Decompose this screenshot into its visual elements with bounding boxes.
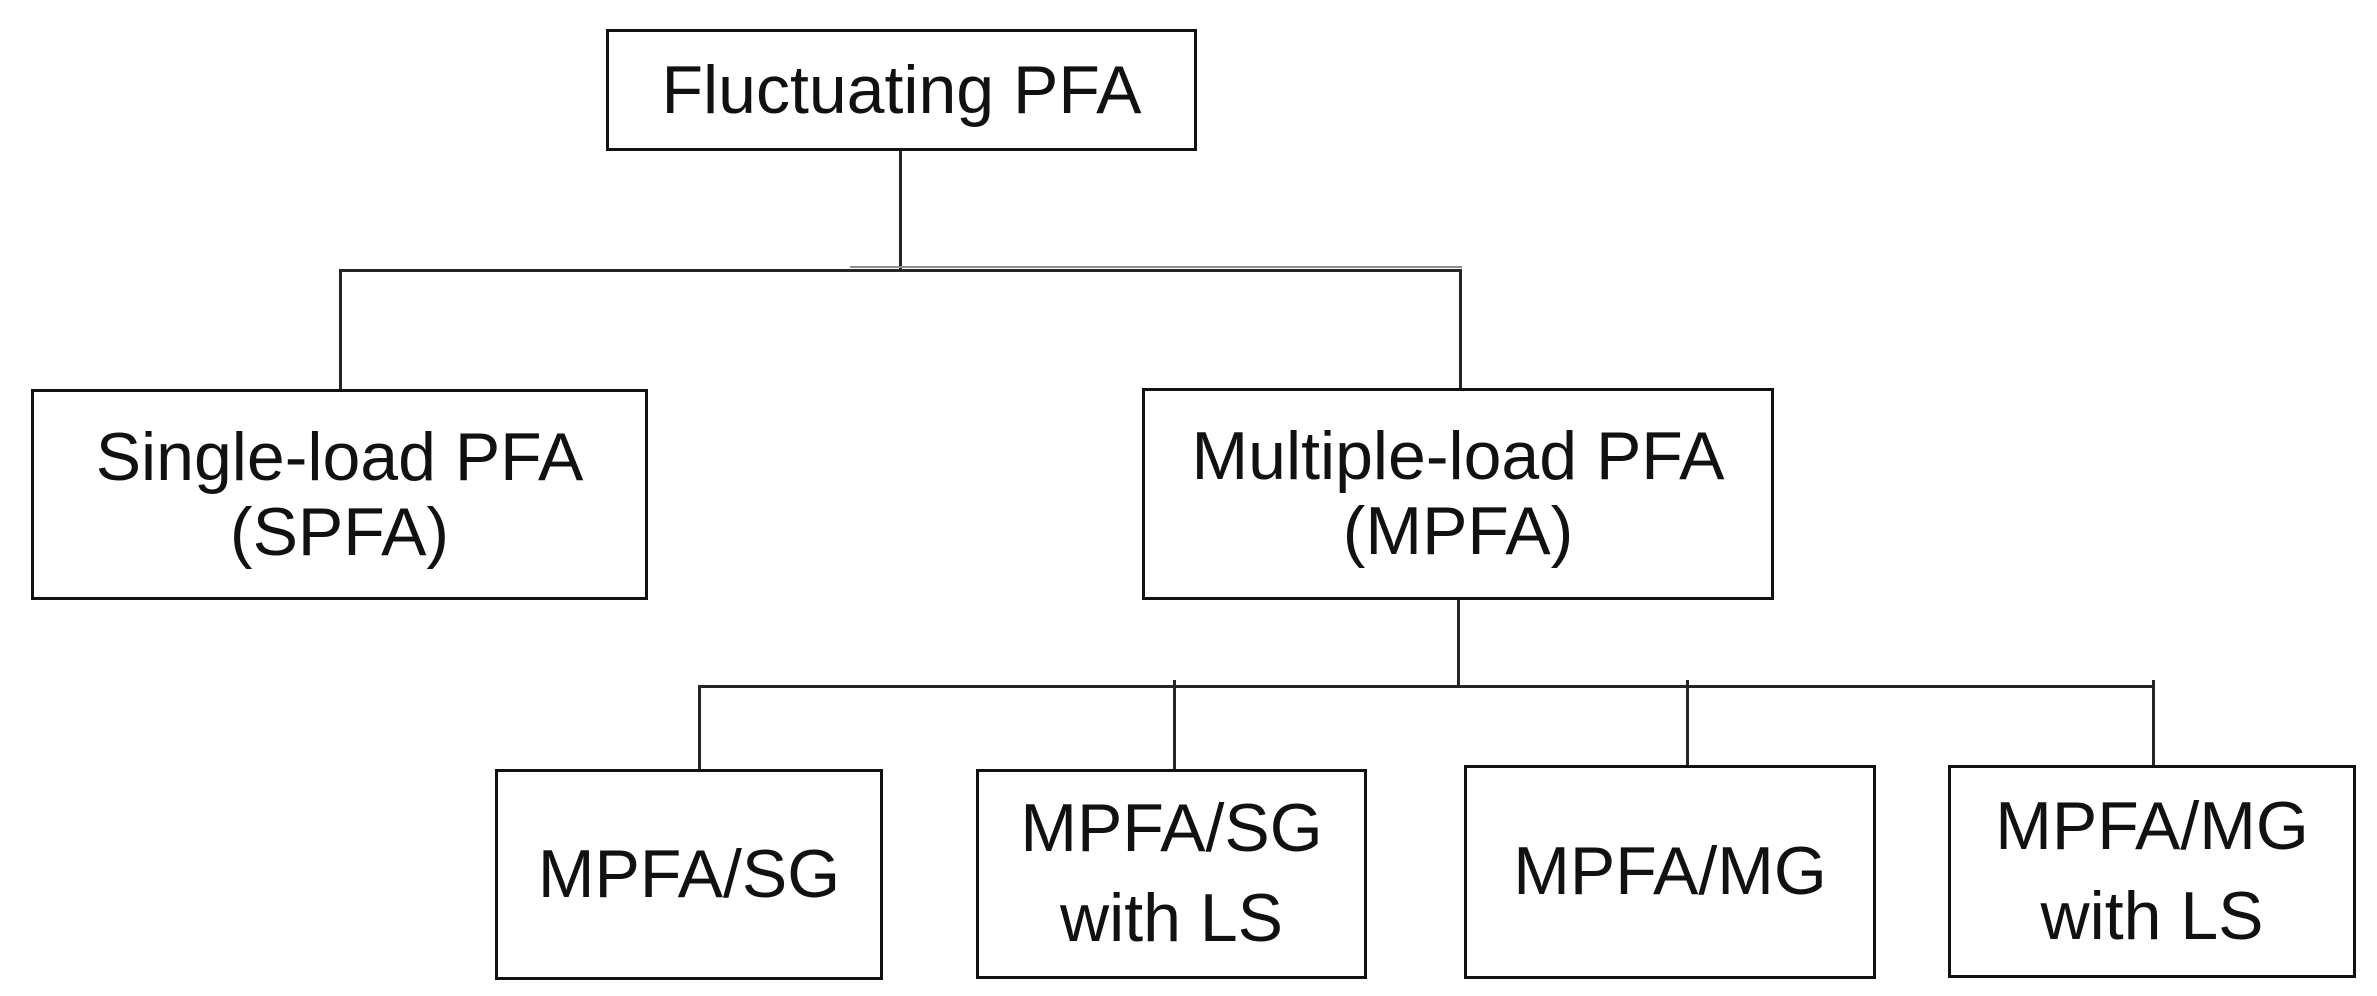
node-single-load-pfa-label-line1: Single-load PFA	[95, 418, 584, 495]
node-mpfa-sg-label: MPFA/SG	[537, 835, 841, 912]
node-fluctuating-pfa: Fluctuating PFA	[606, 29, 1197, 151]
connector-root-stem	[899, 151, 902, 272]
connector-level2-horizontal	[698, 685, 2155, 688]
connector-drop-mpfa-sg	[698, 685, 701, 769]
node-multiple-load-pfa-label-line1: Multiple-load PFA	[1191, 418, 1725, 495]
connector-drop-mpfa	[1459, 269, 1462, 389]
connector-mpfa-stem	[1457, 600, 1460, 688]
node-mpfa-mg-with-ls-label-line2: with LS	[2040, 877, 2264, 954]
node-multiple-load-pfa-label-line2: (MPFA)	[1342, 493, 1574, 569]
node-mpfa-mg-label: MPFA/MG	[1513, 833, 1827, 910]
connector-drop-mpfa-mg-ls	[2152, 680, 2155, 765]
node-mpfa-mg: MPFA/MG	[1464, 765, 1876, 979]
node-mpfa-sg-with-ls-label-line1: MPFA/SG	[1020, 790, 1323, 867]
node-single-load-pfa: Single-load PFA (SPFA)	[31, 389, 648, 600]
node-multiple-load-pfa: Multiple-load PFA (MPFA)	[1142, 388, 1774, 600]
node-mpfa-sg-with-ls-label-line2: with LS	[1060, 880, 1283, 956]
connector-level1-horizontal	[339, 269, 1462, 272]
connector-drop-mpfa-sg-ls	[1173, 680, 1176, 769]
connector-drop-spfa	[339, 269, 342, 389]
node-mpfa-sg: MPFA/SG	[495, 769, 883, 980]
node-mpfa-mg-with-ls: MPFA/MG with LS	[1948, 765, 2356, 978]
node-single-load-pfa-label-line2: (SPFA)	[229, 493, 450, 570]
node-mpfa-sg-with-ls: MPFA/SG with LS	[976, 769, 1367, 979]
node-mpfa-mg-with-ls-label-line1: MPFA/MG	[1995, 787, 2309, 864]
connector-level1-horizontal-gray-artifact	[850, 266, 1462, 268]
connector-drop-mpfa-mg	[1686, 680, 1689, 765]
node-fluctuating-pfa-label: Fluctuating PFA	[661, 51, 1142, 128]
